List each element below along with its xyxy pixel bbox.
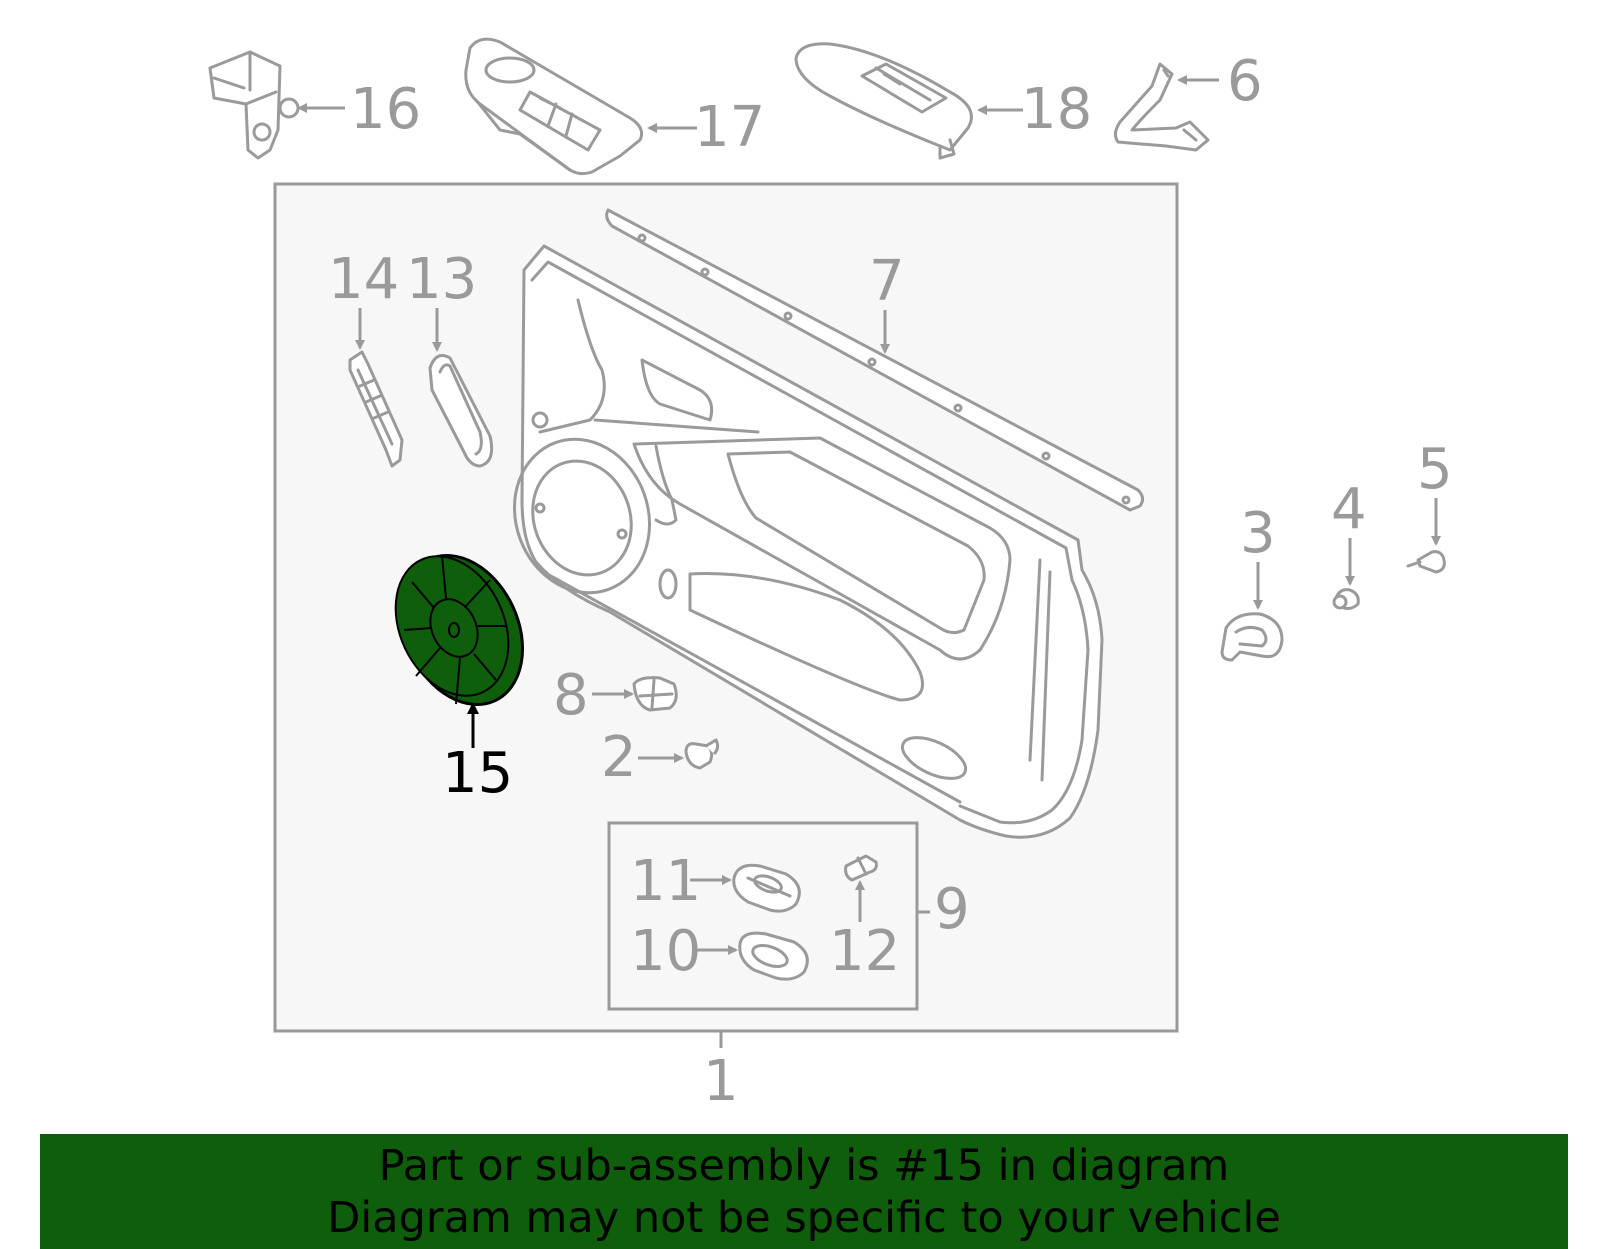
part-14-trim-strip[interactable] bbox=[348, 350, 404, 468]
callout-18: 18 bbox=[1021, 77, 1092, 142]
callout-15: 15 bbox=[442, 741, 513, 806]
part-17-window-switch-panel[interactable] bbox=[464, 37, 644, 176]
part-3-grommet[interactable] bbox=[1220, 612, 1284, 662]
callout-3: 3 bbox=[1240, 501, 1276, 566]
part-16-connector[interactable] bbox=[208, 50, 300, 160]
callout-12: 12 bbox=[829, 919, 900, 984]
callout-11: 11 bbox=[630, 849, 701, 914]
callout-7: 7 bbox=[869, 249, 905, 314]
callout-8: 8 bbox=[553, 663, 589, 728]
callout-5: 5 bbox=[1417, 437, 1453, 502]
part-7-weatherstrip[interactable] bbox=[605, 208, 1145, 512]
kit-frame bbox=[607, 821, 919, 1011]
callout-16: 16 bbox=[350, 77, 421, 142]
info-banner: Part or sub-assembly is #15 in diagram D… bbox=[40, 1134, 1568, 1249]
callout-1: 1 bbox=[703, 1049, 739, 1114]
part-11-bezel[interactable] bbox=[732, 863, 801, 913]
part-12-screw[interactable] bbox=[844, 854, 878, 882]
callout-13: 13 bbox=[406, 247, 477, 312]
part-1-door-trim-panel[interactable] bbox=[493, 244, 1104, 839]
part-15-speaker-grille[interactable] bbox=[374, 536, 546, 725]
callout-2: 2 bbox=[601, 725, 637, 790]
callout-4: 4 bbox=[1331, 477, 1367, 542]
part-5-screw[interactable] bbox=[1406, 550, 1446, 574]
banner-line-1: Part or sub-assembly is #15 in diagram bbox=[378, 1141, 1230, 1191]
callout-17: 17 bbox=[694, 95, 765, 160]
part-18-switch-bezel[interactable] bbox=[794, 42, 973, 160]
part-4-nut[interactable] bbox=[1332, 588, 1360, 610]
parts-diagram: 16 17 18 6 14 13 7 5 4 3 8 2 15 11 10 12… bbox=[208, 37, 1453, 1114]
callout-9: 9 bbox=[934, 877, 970, 942]
part-8-clip[interactable] bbox=[632, 676, 678, 712]
part-10-cover[interactable] bbox=[738, 931, 809, 981]
callout-14: 14 bbox=[328, 247, 399, 312]
banner-line-2: Diagram may not be specific to your vehi… bbox=[327, 1193, 1281, 1243]
part-13-handle-insert[interactable] bbox=[428, 354, 494, 468]
callout-10: 10 bbox=[630, 919, 701, 984]
callout-6: 6 bbox=[1227, 49, 1263, 114]
part-6-bracket[interactable] bbox=[1113, 62, 1210, 152]
part-2-push-pin[interactable] bbox=[684, 738, 720, 770]
